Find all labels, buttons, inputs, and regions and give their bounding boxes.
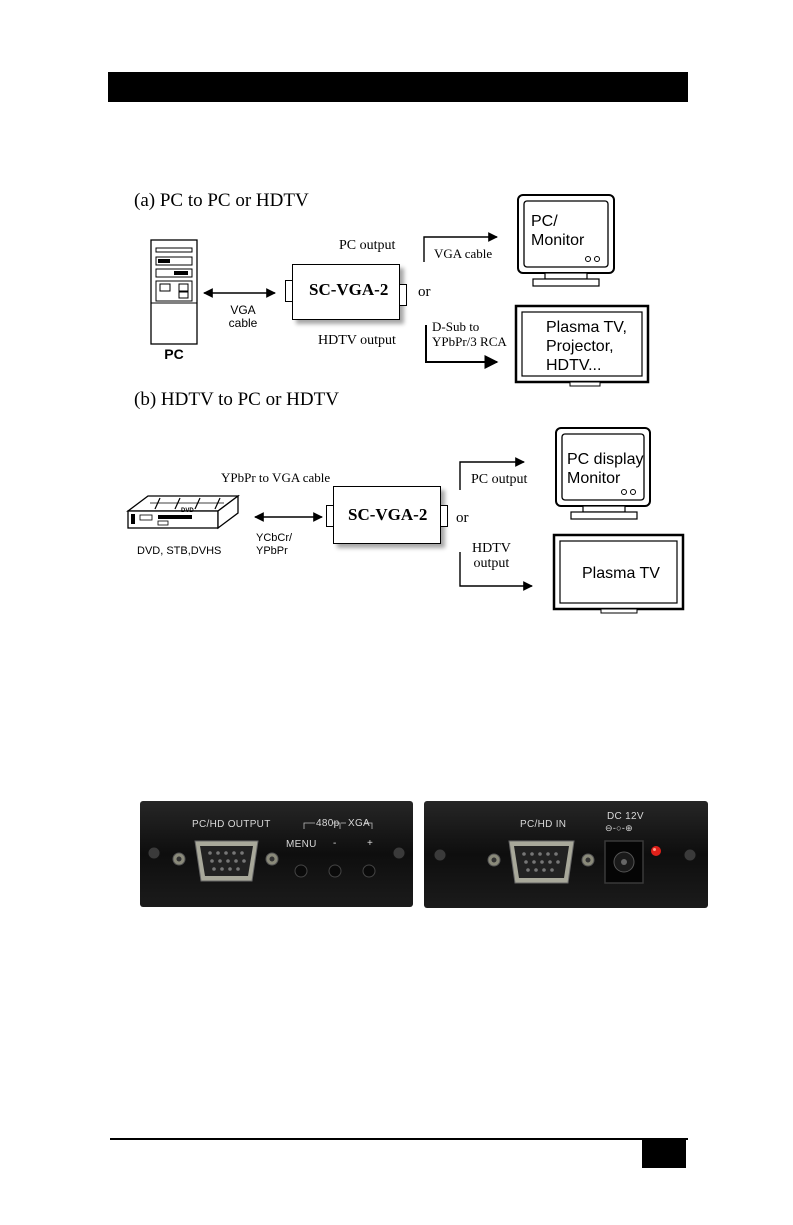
menu-label: MENU <box>286 839 317 850</box>
tv-text-a: Plasma TV, Projector, HDTV... <box>546 319 627 374</box>
plus-label: + <box>367 838 374 849</box>
rear-panel-photo: PC/HD IN DC 12V ⊖-○-⊕ <box>424 801 708 908</box>
dsub-label: D-Sub to YPbPr/3 RCA <box>432 319 507 349</box>
footer-rule <box>110 1138 688 1140</box>
res-480-label: 480p <box>316 818 340 829</box>
ypbpr-cable-label: YPbPr to VGA cable <box>221 470 331 485</box>
input-label: PC/HD IN <box>520 819 567 830</box>
monitor-text-b: PC display Monitor <box>567 451 644 487</box>
vga-cable-label: VGA cable <box>228 303 258 330</box>
front-panel-photo: PC/HD OUTPUT 480p XGA MENU - + <box>140 801 413 907</box>
dvd-player-icon <box>126 494 240 530</box>
polarity-symbol: ⊖-○-⊕ <box>605 823 634 833</box>
pc-tower-icon <box>150 239 198 345</box>
tv-text-b: Plasma TV <box>582 565 660 582</box>
plasma-tv-b-icon <box>552 533 685 614</box>
pc-label: PC <box>164 346 184 362</box>
page-number-box <box>642 1138 686 1168</box>
ycbcr-label: YCbCr/ YPbPr <box>256 532 293 557</box>
output-label: PC/HD OUTPUT <box>192 819 271 830</box>
vga-cable-right-label: VGA cable <box>434 246 493 261</box>
hdtv-output-label-a: HDTV output <box>318 333 396 348</box>
output-port-b <box>440 505 448 527</box>
rear-panel-hardware <box>433 840 697 884</box>
power-label: DC 12V <box>607 811 644 822</box>
output-port-a <box>399 284 407 306</box>
pc-output-label-b: PC output <box>471 472 528 487</box>
or-label-b: or <box>456 510 469 526</box>
front-panel-hardware <box>147 822 406 882</box>
res-xga-label: XGA <box>348 818 371 829</box>
hdtv-output-label-b: HDTV output <box>472 541 511 571</box>
plasma-tv-icon <box>514 304 650 387</box>
source-label: DVD, STB,DVHS <box>137 545 222 557</box>
device-label-a: SC-VGA-2 <box>309 280 389 299</box>
input-port-b <box>326 505 334 527</box>
sc-vga-2-box-a <box>292 264 400 320</box>
section-a-title: (a) PC to PC or HDTV <box>134 190 309 211</box>
pc-output-label-a: PC output <box>339 238 396 253</box>
header-bar <box>108 72 688 102</box>
or-label-a: or <box>418 284 431 300</box>
input-port-a <box>285 280 293 302</box>
minus-label: - <box>333 838 337 849</box>
section-b-title: (b) HDTV to PC or HDTV <box>134 389 339 410</box>
device-label-b: SC-VGA-2 <box>348 505 428 524</box>
monitor-text-a: PC/ Monitor <box>531 213 585 249</box>
pc-display-monitor-icon <box>555 427 651 520</box>
pc-monitor-icon <box>517 194 615 287</box>
player-badge: DVD <box>181 508 194 514</box>
